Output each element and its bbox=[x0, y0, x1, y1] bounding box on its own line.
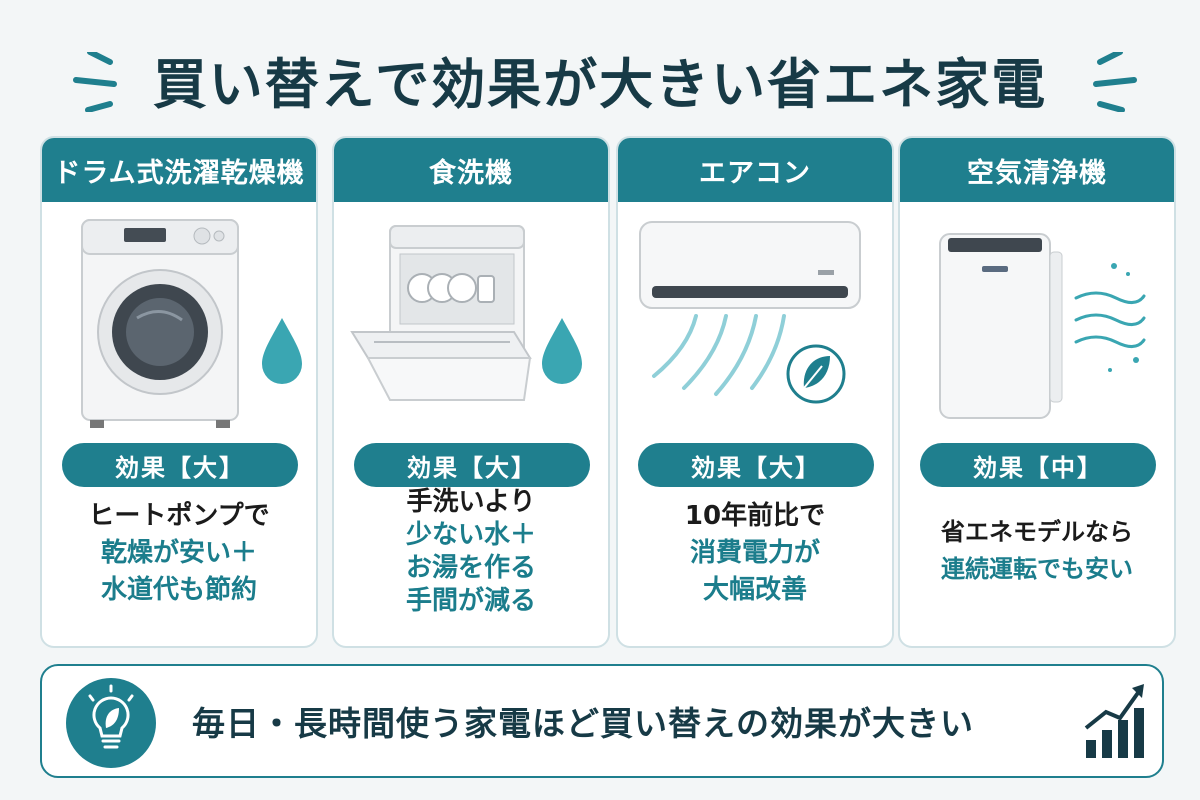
desc-line: 省エネモデルなら bbox=[941, 518, 1133, 546]
card-air-conditioner: エアコン 効果【大】 10年前比で 消費電力が 大幅改善 bbox=[616, 136, 894, 648]
desc-line: 消費電力が bbox=[689, 538, 820, 568]
card-title: エアコン bbox=[618, 138, 892, 202]
card-title: ドラム式洗濯乾燥機 bbox=[42, 138, 316, 202]
air-conditioner-icon bbox=[639, 221, 861, 404]
page-title: 買い替えで効果が大きい省エネ家電 bbox=[152, 53, 1048, 116]
desc-line: 連続運転でも安い bbox=[941, 555, 1133, 583]
desc-line: 手間が減る bbox=[405, 586, 536, 616]
effect-badge: 効果【大】 bbox=[354, 443, 590, 487]
desc-line: ヒートポンプで bbox=[88, 501, 270, 531]
desc-line: 水道代も節約 bbox=[100, 575, 257, 605]
card-description: 10年前比で 消費電力が 大幅改善 bbox=[618, 498, 892, 609]
card-title: 食洗機 bbox=[334, 138, 608, 202]
card-description: 省エネモデルなら 連続運転でも安い bbox=[900, 514, 1174, 588]
card-washer-dryer: ドラム式洗濯乾燥機 効果【大】 ヒートポンプで 乾燥が安い＋ 水道代も節約 bbox=[40, 136, 318, 648]
desc-line: 乾燥が安い＋ bbox=[100, 538, 257, 568]
summary-text: 毎日・長時間使う家電ほど買い替えの効果が大きい bbox=[192, 704, 974, 743]
washing-machine-icon bbox=[81, 219, 302, 428]
summary-banner: 毎日・長時間使う家電ほど買い替えの効果が大きい bbox=[40, 664, 1164, 778]
card-description: ヒートポンプで 乾燥が安い＋ 水道代も節約 bbox=[42, 498, 316, 609]
air-purifier-icon bbox=[939, 233, 1146, 419]
lightbulb-leaf-icon bbox=[66, 678, 156, 768]
effect-badge: 効果【中】 bbox=[920, 443, 1156, 487]
desc-line: 少ない水＋ bbox=[405, 520, 536, 550]
accent-burst-right-icon bbox=[1093, 52, 1137, 112]
effect-badge: 効果【大】 bbox=[62, 443, 298, 487]
accent-burst-left-icon bbox=[73, 52, 117, 112]
dishwasher-icon bbox=[350, 225, 582, 401]
desc-line: 手洗いより bbox=[406, 487, 536, 517]
card-description: 手洗いより 少ない水＋ お湯を作る 手間が減る bbox=[334, 486, 608, 618]
card-air-purifier: 空気清浄機 効果【中】 省エネモデルなら 連続運転でも安い bbox=[898, 136, 1176, 648]
growth-chart-icon bbox=[1084, 684, 1144, 758]
title-area: 買い替えで効果が大きい省エネ家電 bbox=[0, 22, 1200, 122]
desc-line: 10年前比で bbox=[684, 501, 826, 531]
effect-badge: 効果【大】 bbox=[638, 443, 874, 487]
desc-line: 大幅改善 bbox=[702, 575, 807, 605]
card-dishwasher: 食洗機 効果【大】 手洗いより 少ない水＋ お湯を作る 手間が減る bbox=[332, 136, 610, 648]
card-title: 空気清浄機 bbox=[900, 138, 1174, 202]
desc-line: お湯を作る bbox=[405, 553, 536, 583]
